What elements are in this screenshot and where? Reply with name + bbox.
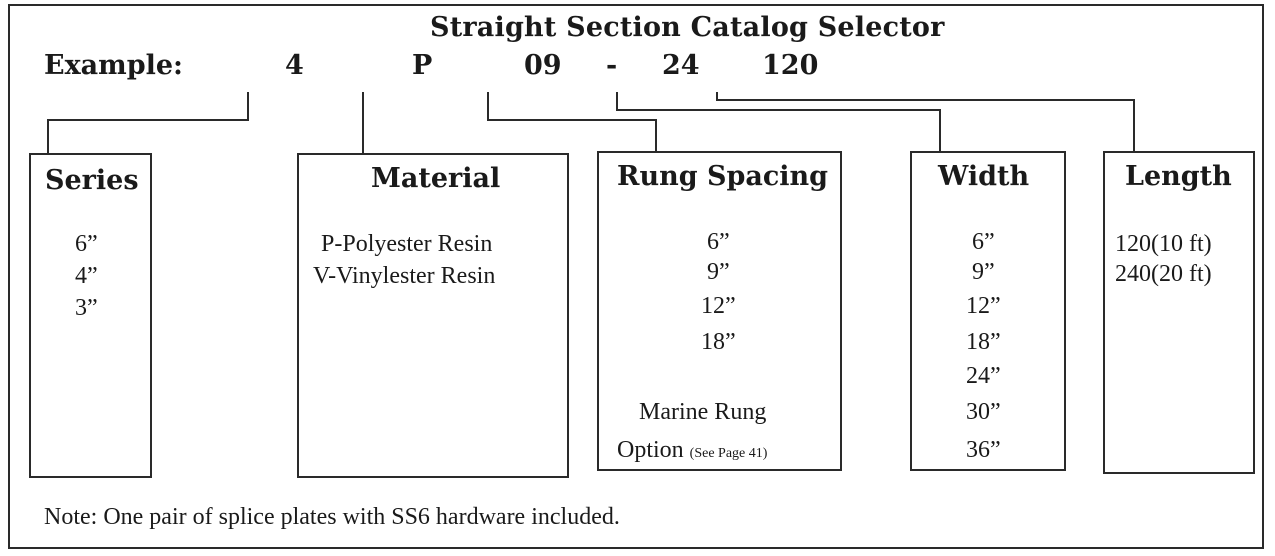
- width-value: 18”: [966, 329, 1001, 355]
- width-value: 12”: [966, 293, 1001, 319]
- length-title: Length: [1125, 161, 1232, 192]
- width-value: 6”: [972, 229, 995, 255]
- width-value: 30”: [966, 399, 1001, 425]
- length-value: 120(10 ft): [1115, 231, 1212, 257]
- width-connector: [616, 92, 941, 151]
- example-material-code: P: [412, 50, 433, 81]
- rung-spacing-value: 12”: [701, 293, 736, 319]
- width-value: 36”: [966, 437, 1001, 463]
- width-title: Width: [938, 161, 1030, 192]
- series-connector: [47, 92, 249, 153]
- example-label: Example:: [44, 50, 184, 81]
- material-title: Material: [371, 163, 501, 194]
- footnote: Note: One pair of splice plates with SS6…: [44, 504, 620, 530]
- rung-spacing-box: Rung Spacing 6” 9” 12” 18” Marine Rung O…: [597, 151, 842, 471]
- width-box: Width 6” 9” 12” 18” 24” 30” 36”: [910, 151, 1066, 471]
- rung-spacing-connector: [487, 92, 657, 151]
- marine-rung-label: Marine Rung: [639, 399, 767, 425]
- width-value: 9”: [972, 259, 995, 285]
- option-label: Option: [617, 437, 684, 463]
- length-box: Length 120(10 ft) 240(20 ft): [1103, 151, 1255, 474]
- series-value: 3”: [75, 295, 98, 321]
- example-series-code: 4: [285, 50, 304, 81]
- example-width-code: 24: [662, 50, 700, 81]
- series-box: Series 6” 4” 3”: [29, 153, 152, 478]
- example-length-code: 120: [762, 50, 819, 81]
- selector-frame: [8, 4, 1264, 549]
- material-value: P-Polyester Resin: [321, 231, 493, 257]
- rung-spacing-value: 18”: [701, 329, 736, 355]
- material-box: Material P-Polyester Resin V-Vinylester …: [297, 153, 569, 478]
- rung-spacing-value: 9”: [707, 259, 730, 285]
- material-value: V-Vinylester Resin: [313, 263, 496, 289]
- rung-spacing-value: 6”: [707, 229, 730, 255]
- length-value: 240(20 ft): [1115, 261, 1212, 287]
- diagram-title: Straight Section Catalog Selector: [430, 12, 945, 43]
- rung-spacing-title: Rung Spacing: [617, 161, 829, 192]
- example-dash: -: [606, 50, 618, 81]
- series-value: 4”: [75, 263, 98, 289]
- see-page-note: (See Page 41): [689, 446, 768, 461]
- width-value: 24”: [966, 363, 1001, 389]
- example-rung-spacing-code: 09: [524, 50, 562, 81]
- series-title: Series: [45, 165, 139, 196]
- length-connector: [716, 92, 1135, 151]
- marine-rung-option: Option (See Page 41): [617, 437, 767, 464]
- series-value: 6”: [75, 231, 98, 257]
